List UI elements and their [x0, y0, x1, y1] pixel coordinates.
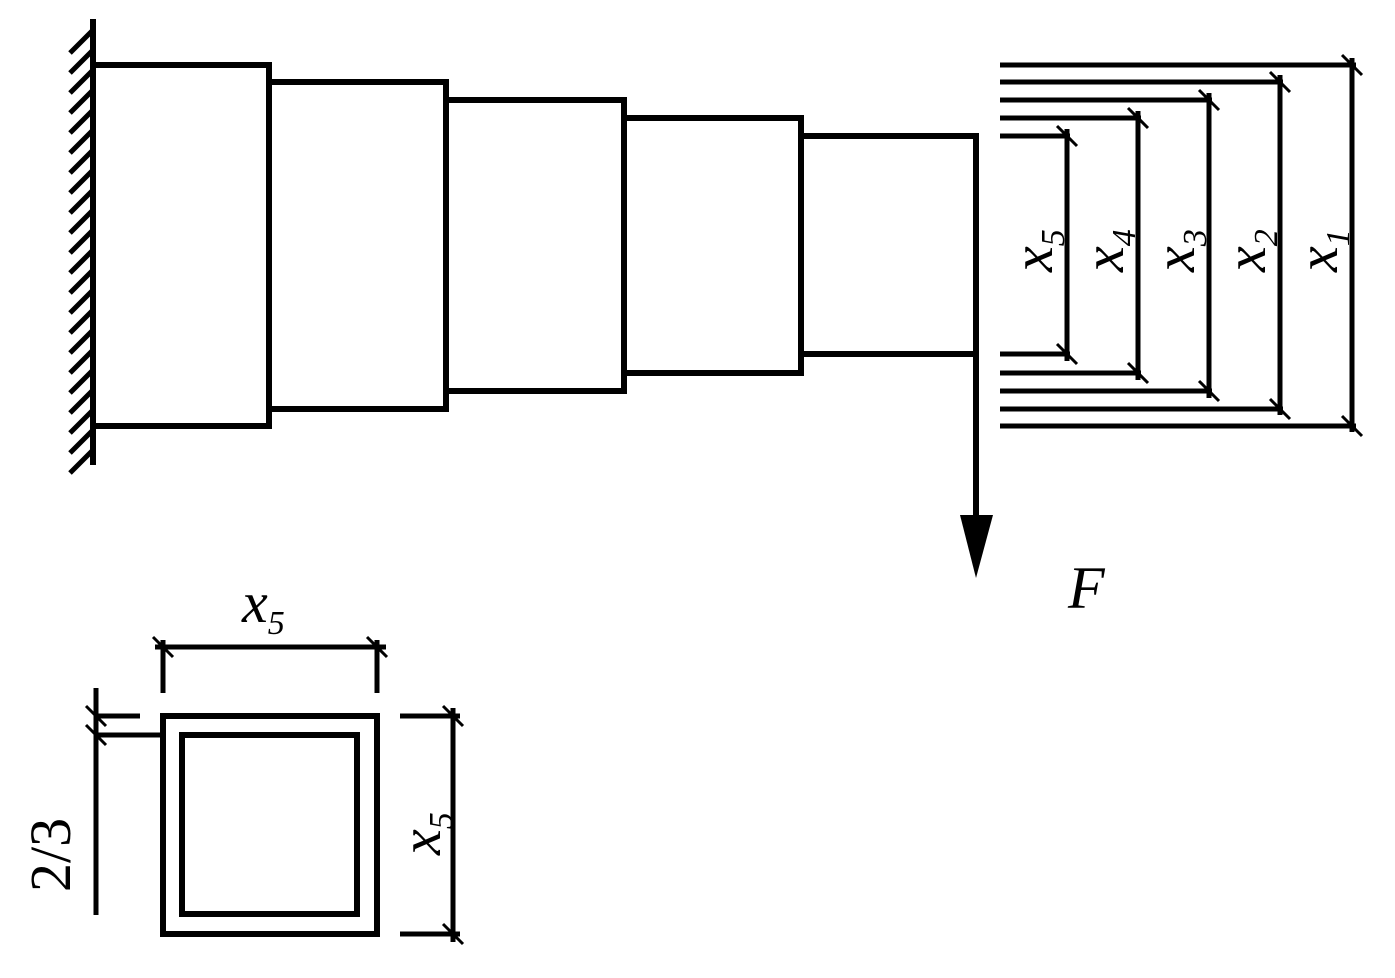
- section-width-label: x5: [241, 570, 285, 642]
- beam-segment-3: [443, 97, 627, 394]
- wall-thickness-label: 2/3: [18, 818, 83, 892]
- beam-segment-1: [90, 62, 272, 429]
- svg-text:x2: x2: [1213, 229, 1285, 273]
- svg-text:x5: x5: [388, 812, 460, 856]
- svg-text:x1: x1: [1285, 229, 1357, 273]
- arrow-head-icon: [960, 515, 993, 578]
- section-height-dimension: [400, 704, 465, 946]
- beam-segments: [90, 62, 979, 429]
- load-arrow: [960, 351, 993, 578]
- svg-text:x3: x3: [1142, 229, 1214, 273]
- dimension-label-x4: x4: [1071, 229, 1143, 273]
- dimension-label-x5: x5: [1000, 229, 1072, 273]
- section-height-label: x5: [388, 812, 460, 856]
- fixed-support: [68, 19, 96, 475]
- beam-segment-5: [798, 133, 979, 357]
- dimension-label-x3: x3: [1142, 229, 1214, 273]
- section-outer-square: [160, 713, 380, 937]
- svg-text:2/3: 2/3: [18, 818, 83, 892]
- beam-segment-4: [621, 115, 804, 376]
- dimension-label-x2: x2: [1213, 229, 1285, 273]
- svg-text:x4: x4: [1071, 229, 1143, 273]
- beam-segment-2: [266, 79, 449, 412]
- dimension-extension-lines: [1000, 62, 1356, 429]
- section-width-dimension: [151, 635, 389, 693]
- cross-section: [160, 713, 380, 937]
- support-hatching: [68, 28, 95, 475]
- force-label: F: [1067, 555, 1106, 621]
- dimension-lines: [1055, 53, 1364, 438]
- dimension-label-x1: x1: [1285, 229, 1357, 273]
- section-inner-square: [179, 732, 360, 917]
- svg-text:x5: x5: [1000, 229, 1072, 273]
- wall-thickness-dimension: [84, 688, 163, 915]
